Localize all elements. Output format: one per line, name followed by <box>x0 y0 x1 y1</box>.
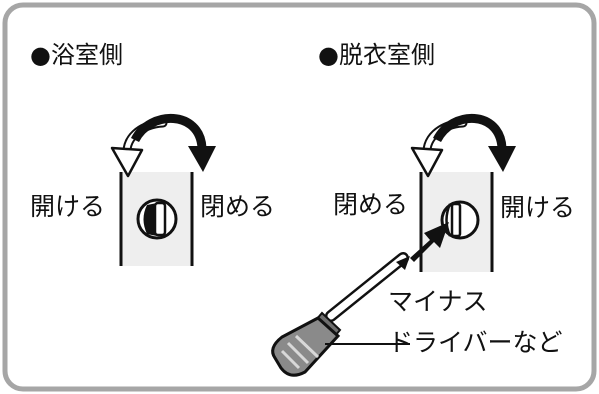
tool-label-line1: マイナス <box>388 287 488 316</box>
dressing-room-open-label: 開ける <box>500 193 576 222</box>
bathroom-open-label: 開ける <box>30 192 106 221</box>
knob-icon <box>136 198 178 240</box>
slot-knob-icon <box>440 200 480 240</box>
screwdriver-icon <box>271 252 410 377</box>
clockwise-arrow-icon <box>432 113 516 172</box>
bathroom-side-title: ●浴室側 <box>30 41 123 69</box>
push-arrow-icon <box>410 222 449 262</box>
tool-label-line2: ドライバーなど <box>388 328 563 357</box>
bathroom-close-label: 閉める <box>200 192 276 221</box>
dressing-room-side-illustration <box>271 113 516 377</box>
dressing-room-side-title: ●脱衣室側 <box>318 41 435 69</box>
dressing-room-close-label: 閉める <box>333 190 409 219</box>
clockwise-arrow-icon <box>130 114 216 172</box>
bathroom-side-illustration <box>110 114 216 266</box>
